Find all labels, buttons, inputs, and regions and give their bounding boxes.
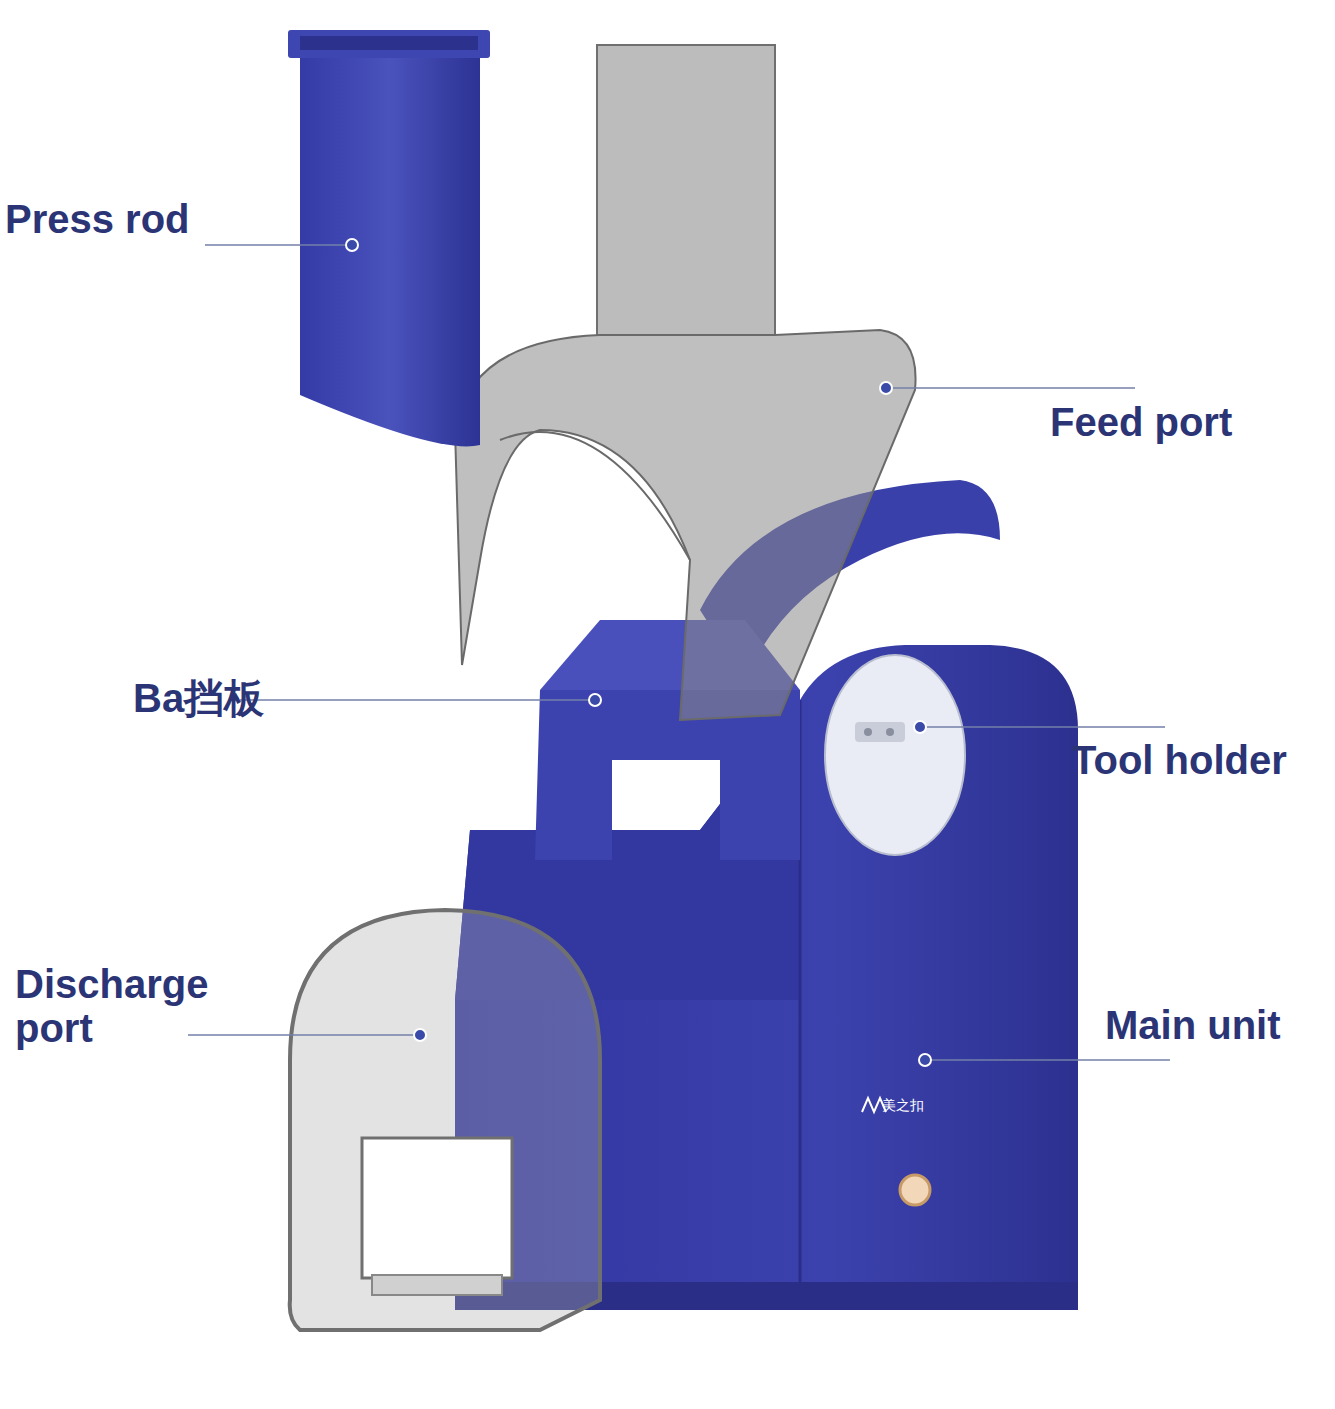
part-label: Discharge port xyxy=(15,962,265,1050)
part-label: Tool holder xyxy=(1072,738,1330,782)
press-rod xyxy=(288,30,490,446)
brand-text: 美之扣 xyxy=(882,1098,962,1113)
part-label: Main unit xyxy=(1105,1003,1330,1047)
part-label: Ba挡板 xyxy=(133,676,333,720)
discharge-port xyxy=(290,910,600,1330)
callout-dots xyxy=(346,239,931,1066)
feed-port xyxy=(455,45,916,720)
part-label: Press rod xyxy=(5,197,245,241)
part-label: Feed port xyxy=(1050,400,1310,444)
leader-lines xyxy=(188,245,1170,1060)
